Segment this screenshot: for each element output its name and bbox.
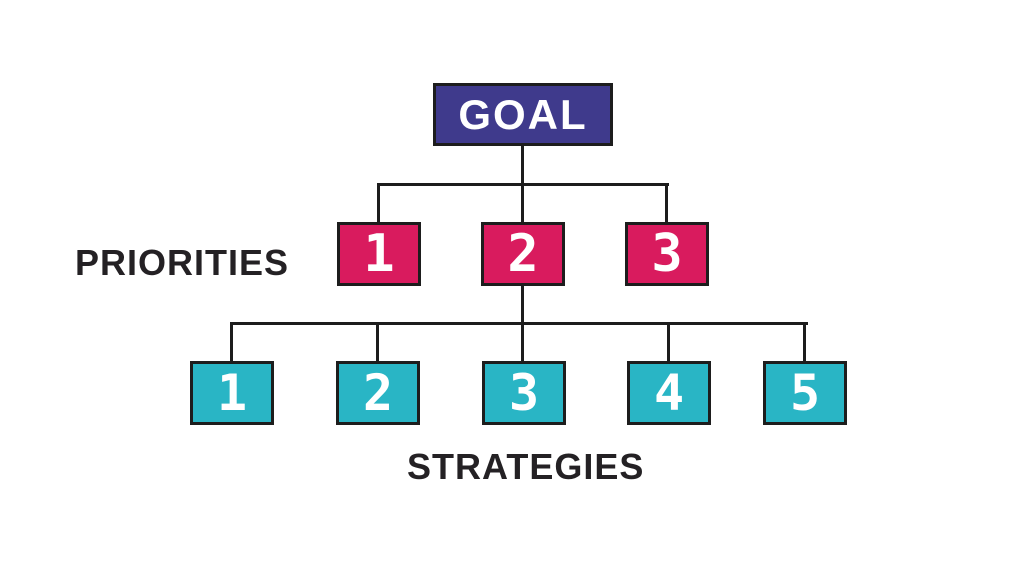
connector-strategy-2-drop <box>376 322 379 361</box>
connector-goal-stem <box>521 146 524 183</box>
connector-priority-3-drop <box>665 183 668 222</box>
strategy-box-2: 2 <box>336 361 420 425</box>
strategies-label: STRATEGIES <box>407 446 645 487</box>
priority-box-3: 3 <box>625 222 709 286</box>
priorities-label: PRIORITIES <box>75 242 290 283</box>
strategy-box-5: 5 <box>763 361 847 425</box>
connector-strategy-1-drop <box>230 322 233 361</box>
priority-box-1: 1 <box>337 222 421 286</box>
strategy-box-1: 1 <box>190 361 274 425</box>
strategy-box-3: 3 <box>482 361 566 425</box>
connector-strategy-5-drop <box>803 322 806 361</box>
goal-box: GOAL <box>433 83 613 146</box>
priority-box-2: 2 <box>481 222 565 286</box>
connector-strategies-rail <box>230 322 808 325</box>
connector-priority-2-drop <box>521 183 524 222</box>
connector-priority-1-drop <box>377 183 380 222</box>
strategy-box-4: 4 <box>627 361 711 425</box>
connector-priority-2-stem <box>521 286 524 325</box>
connector-strategy-3-drop <box>521 322 524 361</box>
connector-strategy-4-drop <box>667 322 670 361</box>
